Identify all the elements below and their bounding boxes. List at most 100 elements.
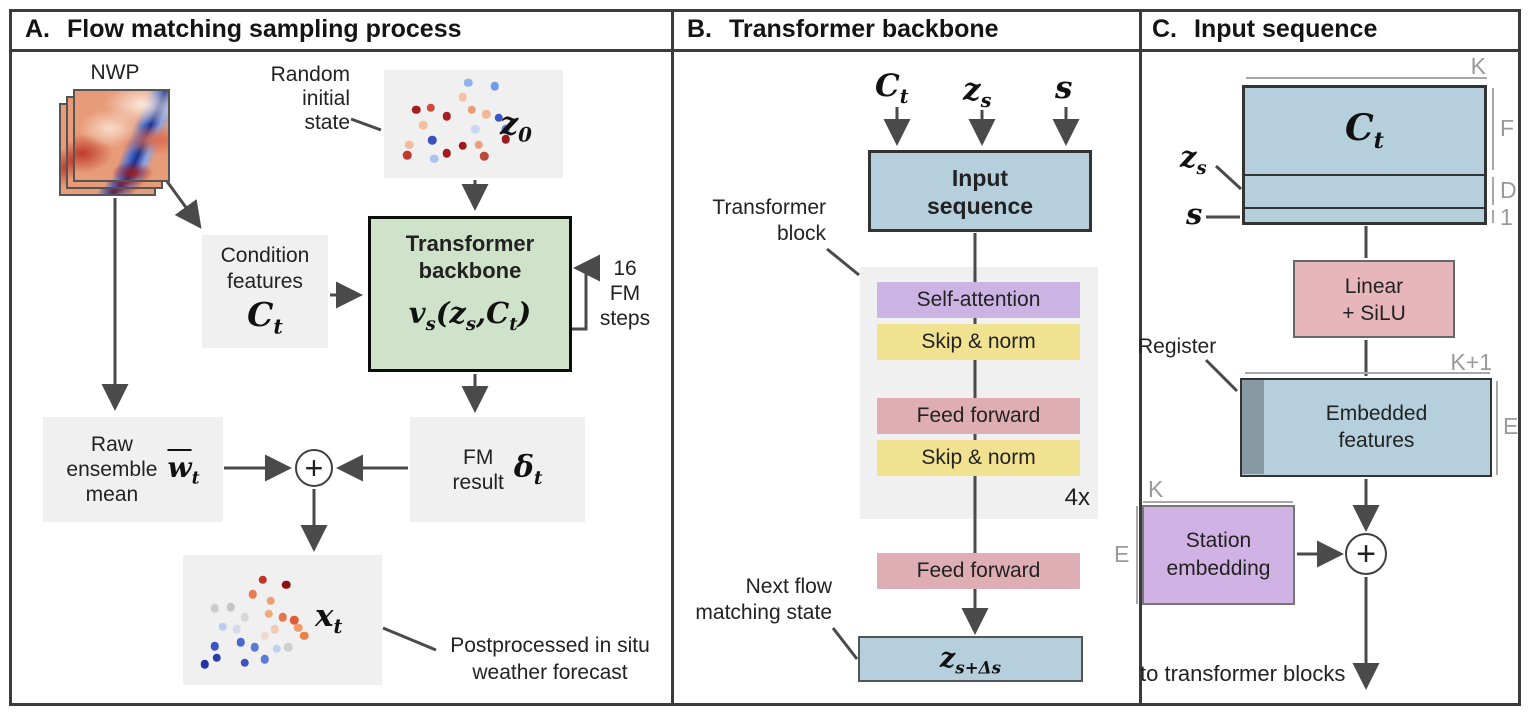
feed-forward-node-2: Feed forward [877, 553, 1080, 589]
transformer-block-label: Transformer block [712, 196, 826, 245]
scatter-dot [411, 105, 421, 115]
to-transformer-blocks-label: to transformer blocks [1140, 661, 1346, 686]
fm-result-node: FM result δt [410, 417, 585, 522]
scatter-dot [442, 148, 451, 158]
scatter-dot [294, 623, 303, 633]
scatter-dot [490, 81, 500, 91]
nwp-label: NWP [90, 61, 140, 84]
delta-math-label: δt [513, 450, 543, 489]
ct-input-symbol: Ct [875, 68, 909, 109]
dim-k1-label: K+1 [1450, 349, 1492, 375]
scatter-dot [419, 120, 428, 130]
panel-c-letter: C. [1152, 15, 1177, 43]
scatter-dot [266, 596, 275, 605]
embedded-features-node: Embedded features [1240, 378, 1492, 477]
scatter-dot [426, 103, 435, 113]
skip-norm-node-1: Skip & norm [877, 324, 1080, 360]
dim-one-label: 1 [1500, 204, 1513, 230]
skip-norm-node-2: Skip & norm [877, 440, 1080, 476]
dim-d-label: D [1500, 177, 1517, 203]
scatter-dot [248, 589, 257, 599]
scatter-dot [467, 105, 476, 115]
fm-result-label: FM result [452, 445, 504, 494]
dim-e-right-label: E [1503, 413, 1519, 439]
dim-f-label: F [1500, 115, 1515, 141]
input-sequence-node: Input sequence [868, 150, 1092, 232]
panel-divider-bc [1139, 9, 1142, 706]
scatter-dot [403, 151, 412, 160]
register-label: Register [1138, 335, 1217, 358]
scatter-dot [232, 624, 241, 634]
panel-c-title: C.Input sequence [1152, 15, 1378, 43]
scatter-dot [200, 659, 210, 669]
dim-e-left-label: E [1114, 541, 1130, 567]
condition-features-label: Condition features [220, 244, 310, 293]
scatter-dot [278, 613, 287, 622]
scatter-dot [458, 92, 467, 102]
scatter-dot [236, 637, 245, 647]
scatter-dot [284, 643, 293, 652]
scatter-dot [240, 658, 249, 668]
panel-divider-ab [671, 9, 674, 706]
xt-scatter-plot [183, 555, 382, 685]
velocity-formula: vs(zs,Ct) [408, 296, 532, 335]
outer-border [9, 9, 1521, 706]
scatter-dot [474, 140, 484, 149]
scatter-dot [212, 653, 222, 662]
next-flow-state-label: Next flow matching state [695, 575, 832, 624]
input-sequence-label: Input sequence [926, 165, 1034, 219]
scatter-dot [471, 125, 480, 134]
scatter-dot [258, 575, 267, 584]
scatter-dot [260, 631, 269, 640]
header-divider [9, 49, 1521, 52]
scatter-dot [218, 622, 228, 631]
feed-forward-node-1: Feed forward [877, 398, 1080, 434]
self-attention-node: Self-attention [877, 282, 1080, 318]
scatter-dot [270, 624, 279, 634]
matrix-row-s [1245, 207, 1484, 222]
panel-b-letter: B. [687, 15, 712, 43]
scatter-dot [272, 644, 281, 653]
fm-steps-label: 16 FM steps [599, 257, 651, 330]
scatter-dot [494, 113, 503, 122]
linear-silu-node: Linear + SiLU [1293, 260, 1455, 338]
scatter-dot [463, 78, 473, 88]
s-input-symbol: s [1055, 70, 1073, 106]
raw-ensemble-mean-label: Raw ensemble mean [66, 433, 158, 506]
matrix-s-label: s [1186, 197, 1203, 231]
scatter-dot [240, 613, 249, 622]
matrix-ct-label: Ct [1345, 107, 1384, 155]
scatter-dot [481, 110, 491, 119]
condition-math-label: Ct [247, 295, 283, 339]
scatter-dot [210, 604, 220, 613]
scatter-dot [428, 135, 437, 145]
scatter-dot [479, 152, 489, 161]
matrix-row-ct: Ct [1245, 88, 1484, 174]
panel-a-title: A.Flow matching sampling process [25, 15, 462, 43]
register-token-cell [1242, 380, 1264, 474]
matrix-row-zs [1245, 174, 1484, 207]
nwp-ensemble-layer-front [73, 89, 170, 182]
repeat-4x-label: 4x [1064, 484, 1090, 511]
transformer-backbone-node: Transformer backbone vs(zs,Ct) [368, 216, 572, 372]
scatter-dot [458, 141, 467, 150]
ensemble-mean-math-label: wt [167, 450, 200, 489]
scatter-dot [226, 602, 235, 612]
raw-ensemble-mean-node: Raw ensemble mean wt [43, 417, 223, 522]
z0-scatter-plot [384, 70, 563, 178]
scatter-dot [264, 609, 273, 618]
transformer-backbone-label: Transformer backbone [405, 231, 535, 283]
xt-label: xt [315, 598, 343, 639]
scatter-dot [429, 154, 439, 163]
next-state-node: zs+Δs [858, 636, 1083, 682]
scatter-dot [210, 641, 220, 651]
scatter-dot [260, 654, 269, 664]
scatter-dot [282, 580, 291, 590]
z0-label: z0 [500, 104, 532, 147]
zs-input-symbol: zs [963, 72, 992, 113]
z-next-label: zs+Δs [939, 643, 1002, 678]
scatter-dot [250, 643, 259, 652]
embedded-features-label: Embedded features [1325, 402, 1428, 452]
station-embedding-node: Station embedding [1142, 505, 1295, 605]
